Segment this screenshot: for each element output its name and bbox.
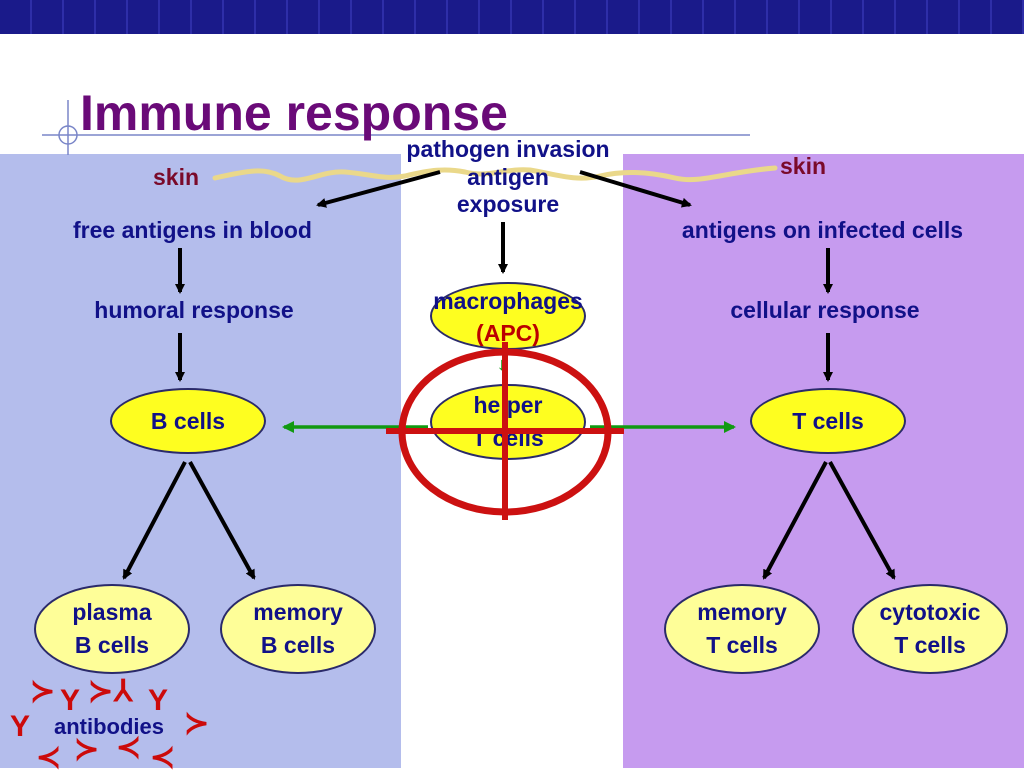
pathogen-invasion-label: pathogen invasion (406, 136, 610, 162)
arrow-to-memory-b (188, 461, 256, 580)
t-cells-node: T cells (750, 388, 906, 454)
cellular-response-label: cellular response (730, 297, 920, 323)
antibody-icon: ≻ (184, 707, 210, 740)
arrow-to-free-antigens (316, 170, 441, 208)
antibody-icon: ≻ (88, 675, 114, 708)
title-rule-circle (58, 125, 78, 145)
antibody-icon: Y (10, 710, 31, 743)
antibody-icon: ≺ (36, 741, 62, 774)
cytotoxic-t-cells-node: cytotoxic T cells (852, 584, 1008, 674)
plasma-b-cells-node: plasma B cells (34, 584, 190, 674)
antibody-icon: ⅄ (114, 675, 133, 708)
plasma-label: plasma (72, 599, 152, 625)
memory-b-cells-node: memory B cells (220, 584, 376, 674)
antibody-icon: ≻ (30, 675, 56, 708)
antigen-label: antigen (467, 164, 549, 190)
antibodies-label: antibodies (53, 714, 164, 739)
small-arrow-icon: ↓ (497, 354, 506, 374)
apc-label: (APC) (476, 320, 540, 346)
infected-cells-label: antigens on infected cells (681, 217, 964, 243)
memory-b-cells-label: B cells (260, 632, 336, 658)
skin-label-right: skin (780, 153, 827, 179)
antibody-icon: ≺ (150, 741, 176, 774)
memory-t-label: memory (697, 599, 787, 625)
cytotoxic-label: cytotoxic (879, 599, 981, 625)
memory-t-cells-node: memory T cells (664, 584, 820, 674)
exposure-label: exposure (456, 191, 560, 217)
memory-b-label: memory (253, 599, 343, 625)
memory-t-cells-label: T cells (706, 632, 778, 658)
antibody-icon: ≻ (74, 733, 100, 766)
free-antigens-label: free antigens in blood (73, 217, 312, 243)
top-banner (0, 0, 1024, 34)
page-title: Immune response (80, 85, 508, 141)
humoral-response-label: humoral response (94, 297, 294, 323)
b-cells-node: B cells (110, 388, 266, 454)
macrophages-label: macrophages (433, 288, 583, 314)
arrow-to-infected-cells (579, 170, 692, 208)
skin-label-left: skin (153, 164, 200, 190)
arrow-to-memory-t (762, 461, 828, 580)
cytotoxic-t-cells-label: T cells (894, 632, 966, 658)
plasma-b-cells-label: B cells (74, 632, 150, 658)
arrow-to-cytotoxic (828, 461, 896, 580)
skin-wave (212, 165, 778, 183)
antibody-icon: Y (148, 684, 169, 717)
antibody-icon: Y (60, 684, 81, 717)
arrow-to-plasma (122, 461, 187, 580)
antibody-icon: ≺ (116, 731, 142, 764)
